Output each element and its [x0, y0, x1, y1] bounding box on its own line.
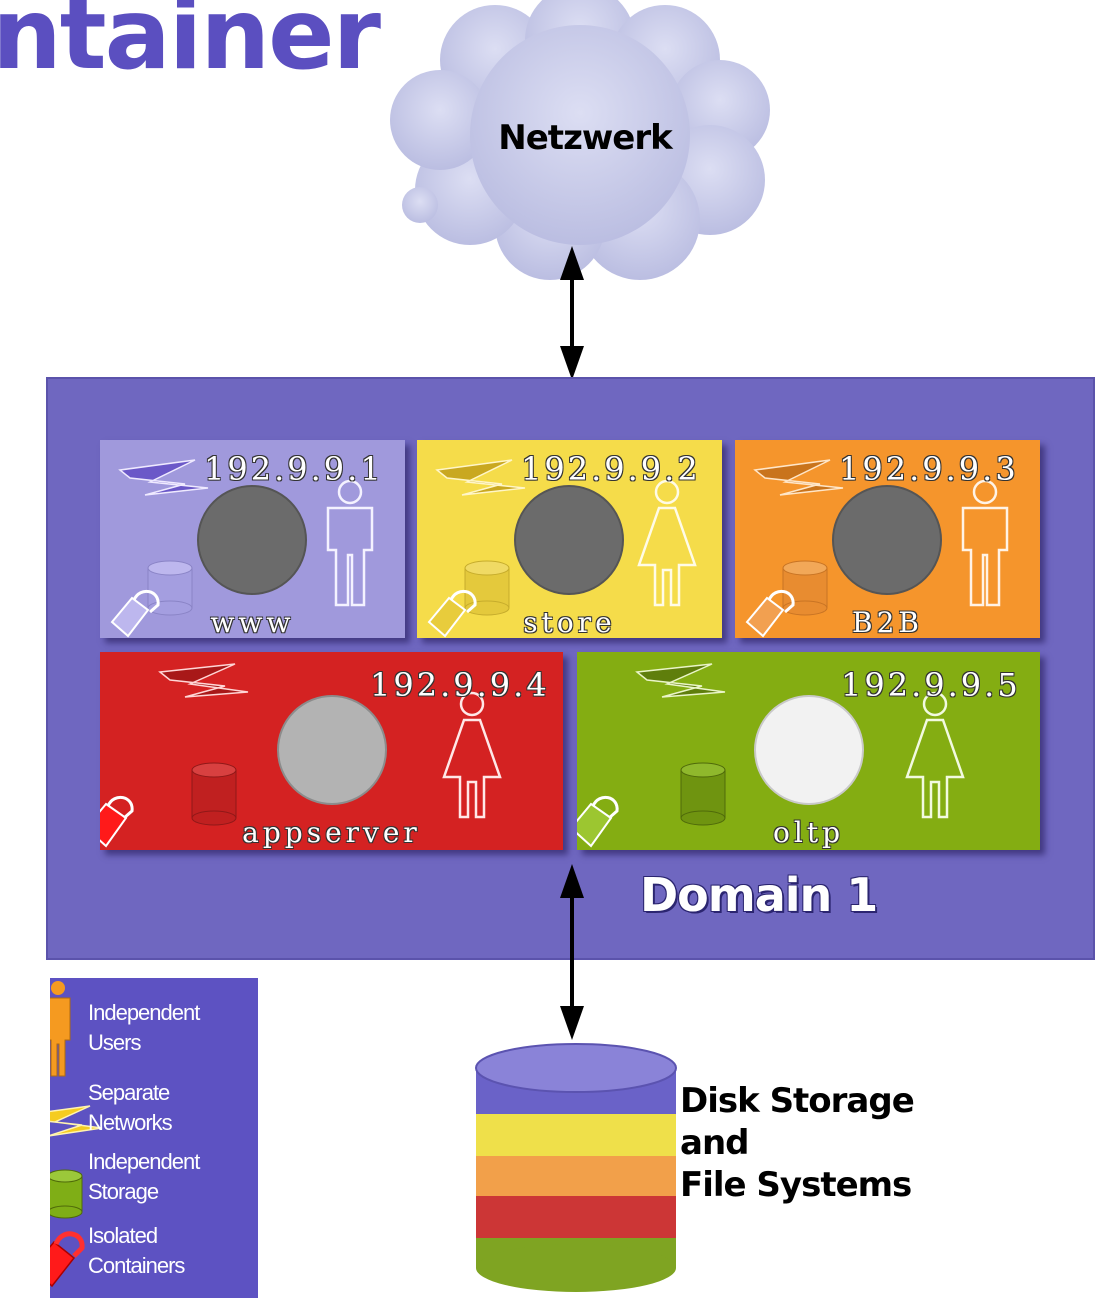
container-ip: 192.9.9.5 — [841, 666, 1021, 704]
container-name: store — [523, 606, 616, 639]
container-oltp[interactable]: 192.9.9.5 oltp — [577, 652, 1040, 850]
domain-label: Domain 1 — [640, 868, 878, 922]
lightning-icon — [50, 1105, 103, 1137]
storage-arrow-icon — [560, 864, 584, 1040]
person-icon — [442, 691, 502, 819]
lightning-icon — [118, 459, 209, 496]
lock-icon — [745, 589, 795, 638]
lightning-icon — [635, 663, 726, 698]
legend: Independent Users Separate Networks Inde… — [50, 978, 258, 1298]
page-title: ntainer — [0, 0, 381, 92]
lock-icon — [50, 1231, 85, 1288]
cylinder-icon — [191, 762, 237, 826]
container-ip: 192.9.9.4 — [370, 666, 550, 704]
cylinder-icon — [782, 560, 828, 616]
lightning-icon — [435, 459, 526, 496]
cylinder-icon — [464, 560, 510, 616]
legend-icons — [50, 981, 103, 1288]
lightning-icon — [158, 663, 249, 698]
lock-icon — [577, 795, 619, 848]
cylinder-icon — [680, 762, 726, 826]
container-name: appserver — [242, 816, 421, 849]
container-icons — [110, 459, 374, 638]
container-ip: 192.9.9.2 — [521, 450, 701, 488]
container-icons — [577, 663, 965, 848]
container-name: oltp — [773, 816, 844, 849]
container-name: www — [210, 606, 295, 639]
lock-icon — [427, 589, 477, 638]
container-www[interactable]: 192.9.9.1 www — [100, 440, 405, 639]
legend-item-networks: Separate Networks — [88, 1080, 173, 1135]
lock-icon — [110, 589, 160, 638]
globe-icon — [277, 695, 387, 805]
container-store[interactable]: 192.9.9.2 store — [417, 440, 722, 639]
network-cloud-icon — [390, 0, 770, 280]
container-b2b[interactable]: 192.9.9.3 B2B — [735, 440, 1040, 639]
container-icons — [427, 459, 697, 638]
legend-item-storage: Independent Storage — [88, 1149, 200, 1204]
lock-icon — [100, 795, 134, 848]
person-icon — [961, 479, 1009, 607]
network-arrow-icon — [560, 246, 584, 380]
globe-icon — [514, 485, 624, 595]
network-label: Netzwerk — [498, 118, 672, 158]
person-icon — [326, 479, 374, 607]
disk-storage-icon — [475, 1043, 677, 1292]
legend-item-users: Independent Users — [88, 1000, 200, 1055]
container-icons — [100, 663, 502, 848]
globe-icon — [832, 485, 942, 595]
container-name: B2B — [852, 606, 923, 639]
container-ip: 192.9.9.3 — [839, 450, 1019, 488]
person-icon — [637, 479, 697, 607]
container-icons — [745, 459, 1009, 638]
globe-icon — [197, 485, 307, 595]
container-ip: 192.9.9.1 — [204, 450, 384, 488]
lightning-icon — [753, 459, 844, 496]
globe-icon — [754, 695, 864, 805]
legend-item-containers: Isolated Containers — [88, 1223, 185, 1278]
person-icon — [50, 981, 71, 1077]
person-icon — [905, 691, 965, 819]
container-appserver[interactable]: 192.9.9.4 appserver — [100, 652, 563, 850]
cylinder-icon — [50, 1169, 83, 1219]
disk-storage-label: Disk Storage and File Systems — [680, 1081, 915, 1205]
